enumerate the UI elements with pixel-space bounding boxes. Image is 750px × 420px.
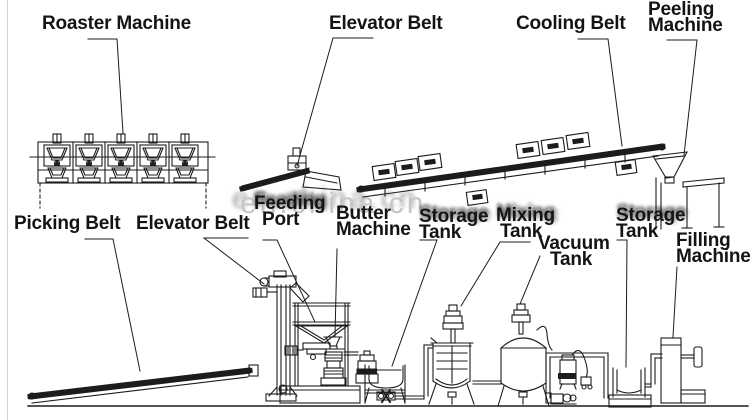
- leader-storage-tank-1: [391, 239, 438, 367]
- leader-elevator-belt-top: [296, 37, 374, 167]
- label-storage-tank-1-line1: Storage: [419, 206, 489, 227]
- label-storage-tank-1: Storage Tank: [419, 206, 489, 243]
- pump-column-drawing: [343, 350, 379, 384]
- leader-butter-machine: [334, 248, 338, 337]
- label-elevator-belt-bottom: Elevator Belt: [136, 213, 250, 234]
- filling-machine-drawing: [660, 337, 706, 404]
- pipe-bowl-to-mixer: [394, 344, 434, 400]
- label-peeling-machine-line1: Peeling: [648, 0, 715, 20]
- label-storage-tank-2: Storage Tank: [616, 205, 686, 242]
- scan-edge-line: [7, 0, 8, 420]
- label-vacuum-tank: Vacuum Tank: [538, 233, 610, 270]
- leader-cooling-belt: [577, 38, 623, 147]
- leader-elevator-belt-bottom: [202, 237, 265, 285]
- leader-filling-machine: [672, 266, 678, 338]
- label-butter-machine: Butter Machine: [336, 203, 411, 240]
- leader-roaster-machine: [87, 38, 124, 134]
- storage-tank-2-drawing: [608, 367, 652, 408]
- label-feeding-port-line2: Port: [262, 209, 300, 230]
- label-mixing-tank-line2: Tank: [500, 221, 543, 242]
- label-feeding-port-line1: Feeding: [254, 193, 326, 214]
- label-butter-machine-line2: Machine: [336, 219, 411, 240]
- label-filling-machine: Filling Machine: [676, 230, 750, 267]
- label-peeling-machine-line2: Machine: [648, 15, 723, 36]
- label-roaster-machine: Roaster Machine: [42, 13, 192, 34]
- pipe-mixer-to-vacuum: [472, 380, 502, 385]
- label-elevator-belt-top: Elevator Belt: [329, 13, 443, 34]
- label-storage-tank-1-line2: Tank: [419, 222, 462, 243]
- leader-feeding-port: [262, 239, 316, 323]
- label-filling-machine-line1: Filling: [676, 230, 731, 251]
- label-picking-belt: Picking Belt: [14, 213, 121, 234]
- feeding-port-drawing: [279, 302, 361, 404]
- roaster-machine-drawing: [29, 133, 216, 209]
- label-cooling-belt: Cooling Belt: [516, 13, 626, 34]
- cooling-belt-drawing: [356, 131, 666, 206]
- elevator-belt-bottom-drawing: [252, 270, 310, 402]
- label-mixing-tank-line1: Mixing: [496, 205, 555, 226]
- label-storage-tank-2-line1: Storage: [616, 205, 686, 226]
- mixing-tank-drawing: [428, 304, 475, 405]
- leader-mixing-tank: [460, 241, 531, 307]
- pipe-tank-to-filler: [644, 353, 663, 388]
- leader-lines: [84, 37, 698, 372]
- elevator-belt-top-drawing: [238, 147, 342, 192]
- vacuum-tank-drawing: [497, 303, 553, 407]
- label-peeling-machine: Peeling Machine: [648, 0, 723, 36]
- label-feeding-port: Feeding Port: [254, 193, 326, 230]
- leader-peeling-machine: [666, 39, 698, 156]
- label-butter-machine-line1: Butter: [336, 203, 391, 224]
- peeling-machine-drawing: [652, 151, 725, 230]
- label-storage-tank-2-line2: Tank: [616, 221, 659, 242]
- label-vacuum-tank-line2: Tank: [550, 249, 593, 270]
- picking-belt-drawing: [27, 364, 259, 404]
- butter-machine-drawing: [320, 336, 347, 386]
- label-mixing-tank: Mixing Tank: [496, 205, 555, 242]
- leader-storage-tank-2: [616, 239, 628, 368]
- label-vacuum-tank-line1: Vacuum: [538, 233, 610, 254]
- leader-vacuum-tank: [519, 255, 541, 305]
- leader-picking-belt: [84, 238, 141, 372]
- vacuum-pump-drawing: [545, 350, 609, 405]
- label-filling-machine-line2: Machine: [676, 246, 750, 267]
